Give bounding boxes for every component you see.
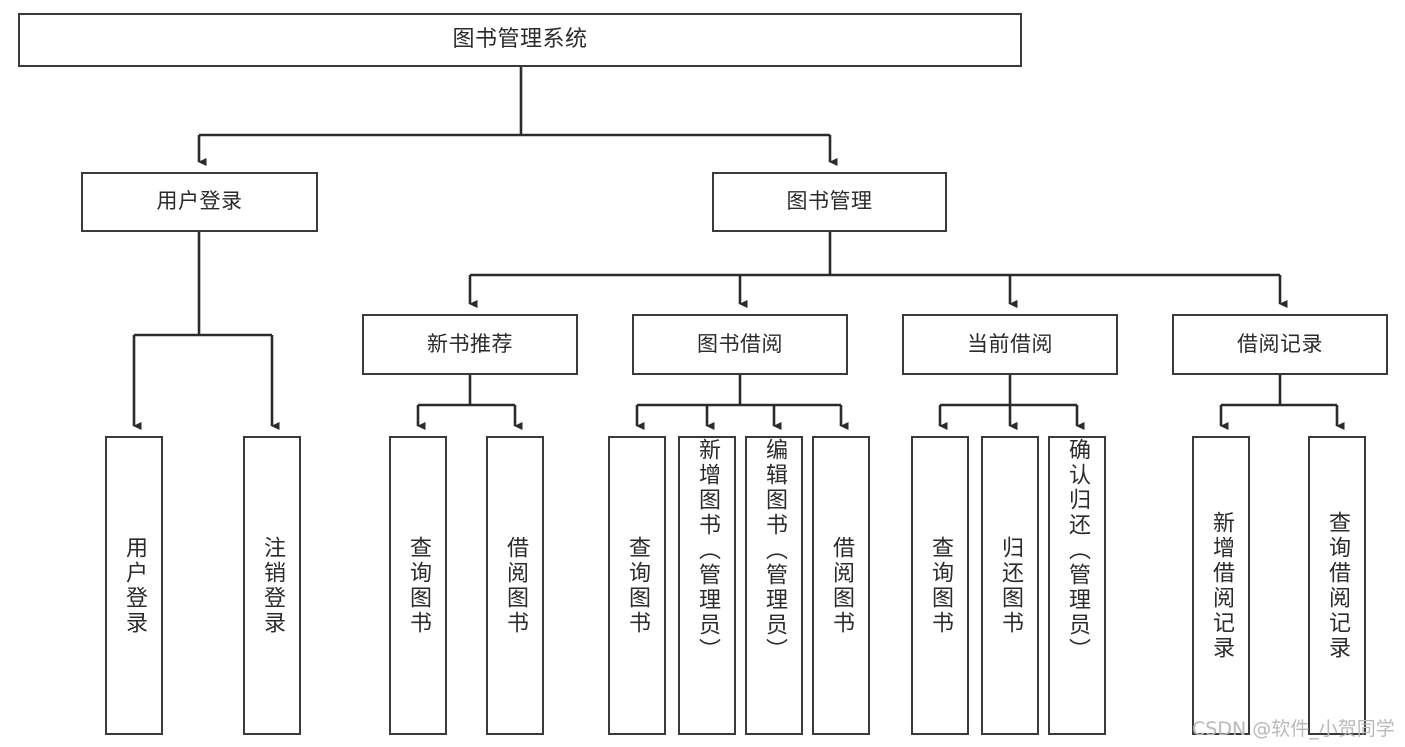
node-leaf-edit-book[interactable]: 编辑图书（管理员） — [745, 436, 803, 735]
node-book-manage-label: 图书管理 — [786, 189, 873, 214]
node-book-borrow-label: 图书借阅 — [697, 331, 783, 356]
node-current-borrow[interactable]: 当前借阅 — [902, 314, 1118, 375]
node-leaf-add-book[interactable]: 新增图书（管理员） — [678, 436, 736, 735]
node-leaf-add-record[interactable]: 新增借阅记录 — [1192, 436, 1250, 735]
node-leaf-query-record[interactable]: 查询借阅记录 — [1308, 436, 1366, 735]
node-leaf-borrow-book-label: 借阅图书 — [829, 535, 854, 636]
node-leaf-borrow-book-rec-label: 借阅图书 — [503, 535, 528, 636]
node-leaf-query-book-borrow[interactable]: 查询图书 — [608, 436, 666, 735]
node-new-book-recommend[interactable]: 新书推荐 — [362, 314, 578, 375]
node-current-borrow-label: 当前借阅 — [967, 331, 1053, 356]
node-root-label: 图书管理系统 — [452, 26, 588, 52]
node-leaf-return-book-label: 归还图书 — [998, 535, 1023, 636]
node-leaf-return-book[interactable]: 归还图书 — [981, 436, 1039, 735]
node-leaf-add-book-label: 新增图书（管理员） — [695, 438, 720, 663]
node-leaf-add-record-label: 新增借阅记录 — [1209, 510, 1234, 661]
csdn-watermark: CSDN @软件_小贺同学 — [1192, 718, 1395, 740]
node-new-book-recommend-label: 新书推荐 — [427, 331, 513, 356]
node-user-login-label: 用户登录 — [156, 189, 243, 214]
node-borrow-record-label: 借阅记录 — [1237, 331, 1323, 356]
node-leaf-query-book-borrow-label: 查询图书 — [625, 535, 650, 636]
node-book-borrow[interactable]: 图书借阅 — [632, 314, 848, 375]
node-borrow-record[interactable]: 借阅记录 — [1172, 314, 1388, 375]
node-leaf-query-book-rec[interactable]: 查询图书 — [389, 436, 447, 735]
node-leaf-edit-book-label: 编辑图书（管理员） — [762, 438, 787, 663]
node-leaf-confirm-return[interactable]: 确认归还（管理员） — [1048, 436, 1106, 735]
node-leaf-query-book-rec-label: 查询图书 — [406, 535, 431, 636]
node-leaf-user-login[interactable]: 用户登录 — [105, 436, 163, 735]
node-leaf-query-book-cur-label: 查询图书 — [928, 535, 953, 636]
node-leaf-borrow-book[interactable]: 借阅图书 — [812, 436, 870, 735]
node-leaf-borrow-book-rec[interactable]: 借阅图书 — [486, 436, 544, 735]
node-root[interactable]: 图书管理系统 — [18, 13, 1022, 67]
node-leaf-user-logout[interactable]: 注销登录 — [243, 436, 301, 735]
node-leaf-user-login-label: 用户登录 — [122, 535, 147, 636]
node-leaf-query-record-label: 查询借阅记录 — [1325, 510, 1350, 661]
node-leaf-query-book-cur[interactable]: 查询图书 — [911, 436, 969, 735]
node-leaf-confirm-return-label: 确认归还（管理员） — [1065, 438, 1090, 663]
node-user-login[interactable]: 用户登录 — [81, 172, 318, 232]
node-leaf-user-logout-label: 注销登录 — [260, 535, 285, 636]
node-book-manage[interactable]: 图书管理 — [712, 172, 947, 232]
